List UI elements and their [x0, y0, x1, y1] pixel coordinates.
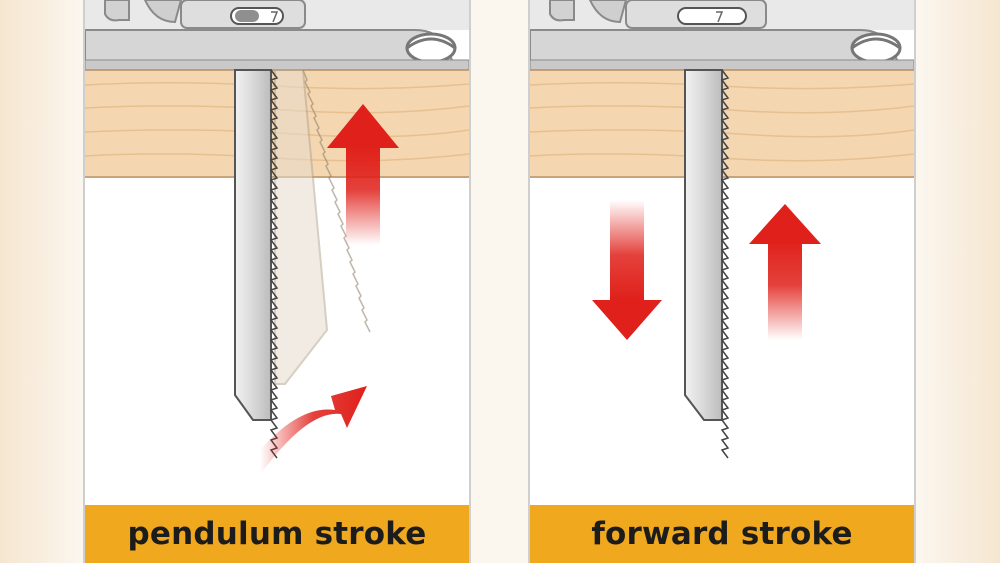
- forward-stroke-illustration: [530, 0, 914, 459]
- jigsaw-body: [530, 0, 914, 30]
- forward-stroke-panel: forward stroke: [528, 0, 916, 563]
- pendulum-caption-bar: pendulum stroke: [85, 505, 469, 563]
- curved-pendulum-arrow: [260, 386, 367, 475]
- pendulum-ghost-blade: [274, 69, 371, 385]
- jigsaw-blade: [684, 69, 730, 459]
- jigsaw-base-plate: [85, 29, 469, 71]
- jigsaw-base-plate: [530, 29, 914, 71]
- forward-caption: forward stroke: [591, 516, 853, 552]
- pendulum-stroke-illustration: [85, 0, 469, 475]
- upward-arrow: [749, 204, 821, 340]
- pendulum-caption: pendulum stroke: [127, 516, 427, 552]
- forward-caption-bar: forward stroke: [530, 505, 914, 563]
- upward-arrow: [327, 104, 399, 245]
- pendulum-stroke-panel: pendulum stroke: [83, 0, 471, 563]
- jigsaw-body: [85, 0, 469, 30]
- downward-arrow: [592, 200, 662, 340]
- jigsaw-blade: [234, 69, 279, 459]
